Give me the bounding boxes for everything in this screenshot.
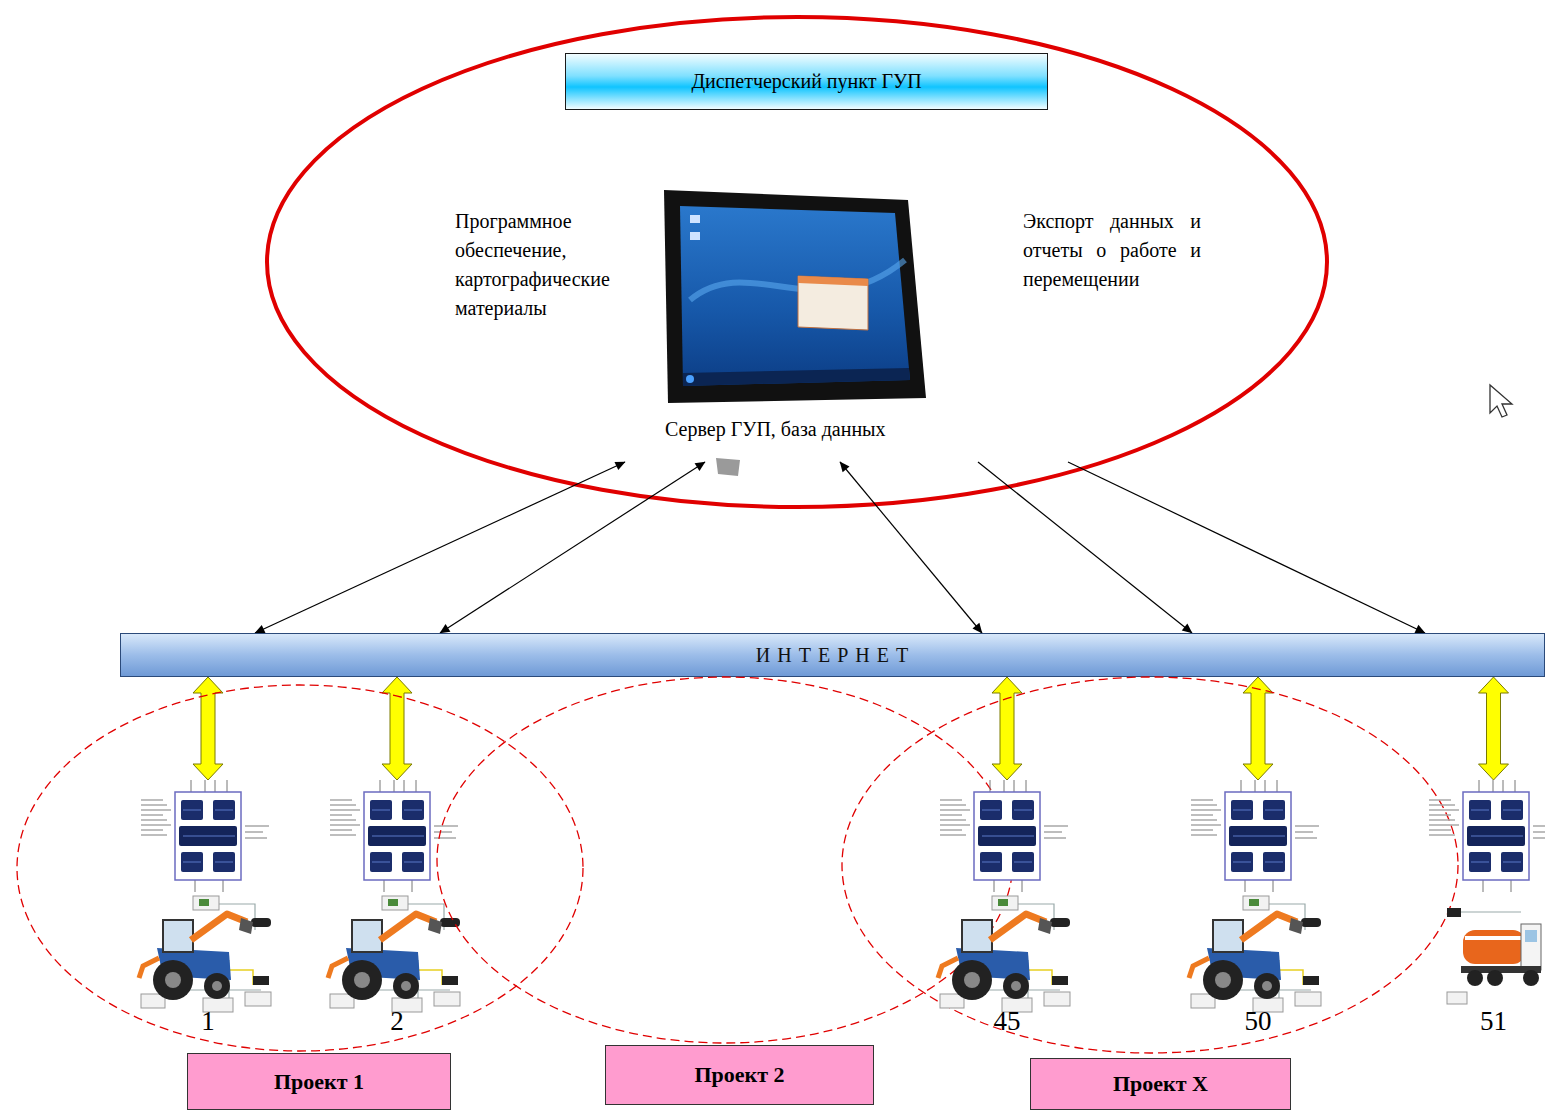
link-arrow	[840, 462, 982, 633]
link-arrow	[978, 462, 1192, 633]
vehicle-illustration	[133, 780, 283, 1045]
title-box: Диспетчерский пункт ГУП	[565, 53, 1048, 110]
link-arrow	[440, 462, 705, 633]
monitor-illustration	[664, 190, 926, 476]
vehicle-unit: 51	[1442, 780, 1545, 1045]
project-ellipse: Проект 112	[15, 683, 585, 1053]
title-text: Диспетчерский пункт ГУП	[691, 70, 921, 93]
project-outline	[840, 675, 1460, 1055]
unit-number: 2	[322, 1006, 472, 1037]
note-holder: Программное обеспечение, картографически…	[455, 207, 640, 323]
side-note: Экспорт данных и отчеты о работе и перем…	[1023, 207, 1201, 294]
double-arrow	[382, 677, 412, 780]
project-label: Проект 1	[187, 1053, 451, 1110]
dashed-ellipse	[842, 677, 1458, 1053]
vehicle-unit: 45	[932, 780, 1082, 1045]
vehicle-illustration	[1442, 780, 1545, 1045]
project-label: Проект X	[1030, 1058, 1291, 1110]
band-label: И Н Т Е Р Н Е Т	[756, 644, 909, 667]
vehicle-illustration	[932, 780, 1082, 1045]
link-arrow	[255, 462, 625, 633]
unit-number: 51	[1442, 1006, 1545, 1037]
project-outline	[435, 675, 1015, 1045]
double-arrow	[992, 677, 1022, 780]
unit-number: 50	[1183, 1006, 1333, 1037]
mouse-cursor	[1490, 385, 1512, 417]
project-label: Проект 2	[605, 1045, 874, 1105]
unit-number: 1	[133, 1006, 283, 1037]
unit-number: 45	[932, 1006, 1082, 1037]
dashed-ellipse	[17, 685, 583, 1051]
vehicle-unit: 50	[1183, 780, 1333, 1045]
dashed-ellipse	[437, 677, 1013, 1043]
note-holder: Экспорт данных и отчеты о работе и перем…	[1023, 207, 1201, 294]
project-ellipse: Проект X4550	[840, 675, 1460, 1055]
link-arrow	[1068, 462, 1425, 633]
double-arrow	[1479, 677, 1509, 780]
server-caption: Сервер ГУП, база данных	[665, 418, 886, 441]
vehicle-illustration	[1183, 780, 1333, 1045]
side-note: Программное обеспечение, картографически…	[455, 207, 640, 323]
vehicle-unit: 1	[133, 780, 283, 1045]
dispatch-ellipse	[267, 17, 1327, 507]
server-monitor: Сервер ГУП, база данных	[600, 185, 1080, 462]
project-outline	[15, 683, 585, 1053]
internet-band: И Н Т Е Р Н Е Т	[120, 633, 1545, 677]
project-ellipse: Проект 2	[435, 675, 1015, 1045]
double-arrow	[1243, 677, 1273, 780]
